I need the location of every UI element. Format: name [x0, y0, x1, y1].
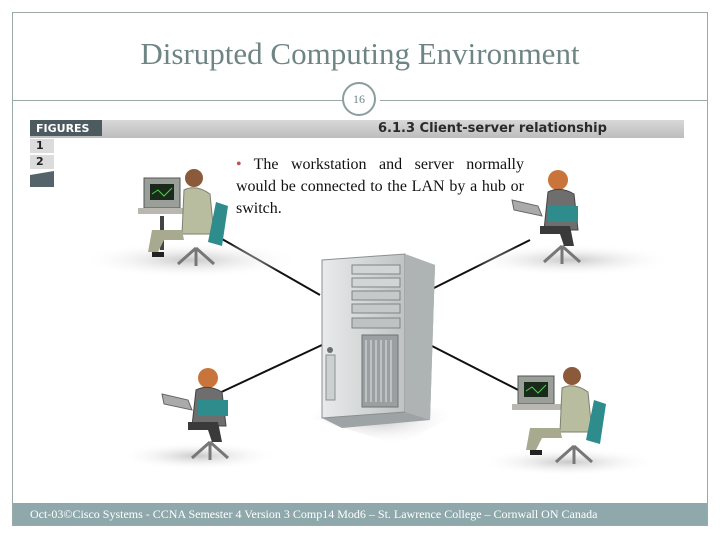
- link-bottom-left: [214, 344, 323, 396]
- workstation-icon: [465, 170, 675, 276]
- title-divider-left: [12, 100, 342, 101]
- workstation-icon: [478, 367, 658, 476]
- workstation-icon: [118, 368, 278, 470]
- title-divider-right: [380, 100, 708, 101]
- bullet-point: •The workstation and server normally wou…: [236, 154, 524, 220]
- figure-tab-corner: [30, 171, 54, 187]
- figure-tab-2[interactable]: 2: [30, 155, 54, 169]
- bullet-text: The workstation and server normally woul…: [236, 156, 524, 217]
- figure-tab-1[interactable]: 1: [30, 139, 54, 153]
- server-icon: [300, 253, 460, 445]
- figures-tab: FIGURES: [30, 120, 102, 136]
- figure-caption: 6.1.3 Client-server relationship: [378, 121, 607, 136]
- figure-header-bar: [30, 120, 684, 138]
- link-bottom-right: [429, 344, 529, 396]
- slide-title: Disrupted Computing Environment: [140, 36, 580, 71]
- slide-footer: Oct-03©Cisco Systems - CCNA Semester 4 V…: [13, 503, 707, 525]
- slide-frame: [12, 12, 708, 526]
- bullet-symbol: •: [236, 156, 242, 173]
- client-server-diagram: [80, 169, 675, 476]
- workstation-icon: [80, 169, 300, 278]
- page-number-badge: 16: [342, 82, 376, 116]
